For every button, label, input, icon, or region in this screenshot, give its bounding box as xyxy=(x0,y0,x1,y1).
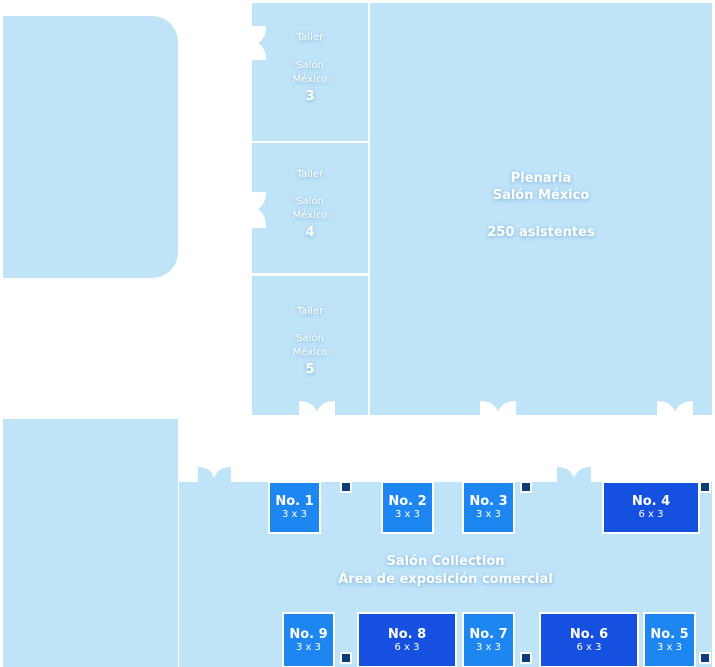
column-marker xyxy=(340,652,352,664)
booth-size: 3 x 3 xyxy=(476,641,501,653)
column-marker xyxy=(520,652,532,664)
column-marker xyxy=(699,652,711,664)
booth-label: No. 7 xyxy=(469,626,508,642)
booth-label: No. 4 xyxy=(631,494,671,509)
room-name: México xyxy=(292,74,328,85)
door-icon xyxy=(252,192,266,228)
booth-label: No. 1 xyxy=(275,494,314,509)
door-icon xyxy=(557,467,591,483)
booth-size: 6 x 3 xyxy=(394,641,420,653)
room-capacity: 250 asistentes xyxy=(487,225,595,240)
room-type: Taller xyxy=(296,306,324,317)
room-title: Plenaria xyxy=(510,171,572,186)
room-taller-3[interactable]: Taller Salón México 3 xyxy=(252,3,368,141)
door-icon xyxy=(299,401,335,415)
booth-size: 6 x 3 xyxy=(638,509,664,520)
booth-label: No. 3 xyxy=(469,494,508,509)
room-type: Taller xyxy=(296,32,324,43)
room-name: México xyxy=(292,347,328,358)
booth-label: No. 5 xyxy=(650,626,689,642)
door-icon xyxy=(198,467,231,483)
booth-size: 3 x 3 xyxy=(476,509,501,520)
room-taller-5[interactable]: Taller Salón México 5 xyxy=(252,276,368,415)
door-icon xyxy=(657,401,693,415)
booth-size: 3 x 3 xyxy=(296,641,321,653)
column-marker xyxy=(340,481,352,493)
room-number: 5 xyxy=(305,362,315,377)
room-name: México xyxy=(292,210,328,221)
room-bottom-left xyxy=(3,419,178,667)
room-type: Taller xyxy=(296,169,324,180)
column-marker xyxy=(699,481,711,493)
room-name: Salón México xyxy=(492,188,590,203)
booth-label: No. 6 xyxy=(569,626,609,642)
room-subtitle: Área de exposición comercial xyxy=(338,572,553,587)
booth-size: 3 x 3 xyxy=(657,641,682,653)
column-marker xyxy=(520,481,532,493)
room-name: Salón xyxy=(296,333,324,344)
booth-label: No. 2 xyxy=(388,494,427,509)
booth-size: 3 x 3 xyxy=(282,509,307,520)
room-title: Salón Collection xyxy=(386,554,505,569)
room-taller-4[interactable]: Taller Salón México 4 xyxy=(252,143,368,273)
room-top-left xyxy=(3,16,178,278)
room-number: 4 xyxy=(305,225,315,240)
booth-label: No. 9 xyxy=(289,626,328,642)
room-name: Salón xyxy=(296,60,324,71)
door-icon xyxy=(480,401,516,415)
room-plenaria[interactable]: Plenaria Salón México 250 asistentes xyxy=(370,3,712,415)
room-number: 3 xyxy=(305,89,315,104)
booth-label: No. 8 xyxy=(387,626,427,642)
booth-size: 6 x 3 xyxy=(576,641,602,653)
booth-size: 3 x 3 xyxy=(395,509,420,520)
door-icon xyxy=(252,26,266,60)
room-name: Salón xyxy=(296,196,324,207)
